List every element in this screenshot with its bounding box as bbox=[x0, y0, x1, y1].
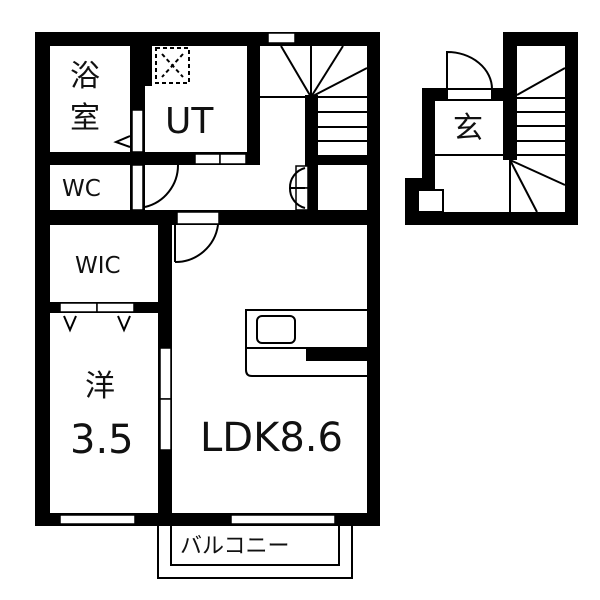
western-room-size: 3.5 bbox=[70, 417, 134, 463]
bath-label-1: 浴 bbox=[70, 59, 100, 94]
entrance-label: 玄 bbox=[453, 111, 483, 146]
entrance-unit-walls bbox=[405, 32, 578, 225]
entrance-details bbox=[417, 50, 566, 213]
utility-label: UT bbox=[165, 101, 214, 142]
balcony-outline bbox=[157, 526, 353, 579]
wall-notch bbox=[145, 46, 152, 86]
sink-icon bbox=[256, 315, 296, 344]
toilet-label: WC bbox=[62, 176, 101, 202]
balcony-label: バルコニー bbox=[180, 534, 290, 559]
ventilation-fan-icon bbox=[155, 47, 190, 84]
wic-label: WIC bbox=[75, 253, 121, 279]
staircase bbox=[260, 45, 368, 142]
door-swings bbox=[63, 135, 306, 333]
western-room-label: 洋 bbox=[85, 369, 115, 404]
bath-label-2: 室 bbox=[70, 101, 100, 136]
ldk-label: LDK8.6 bbox=[200, 415, 343, 461]
kitchen-counter bbox=[245, 309, 367, 377]
